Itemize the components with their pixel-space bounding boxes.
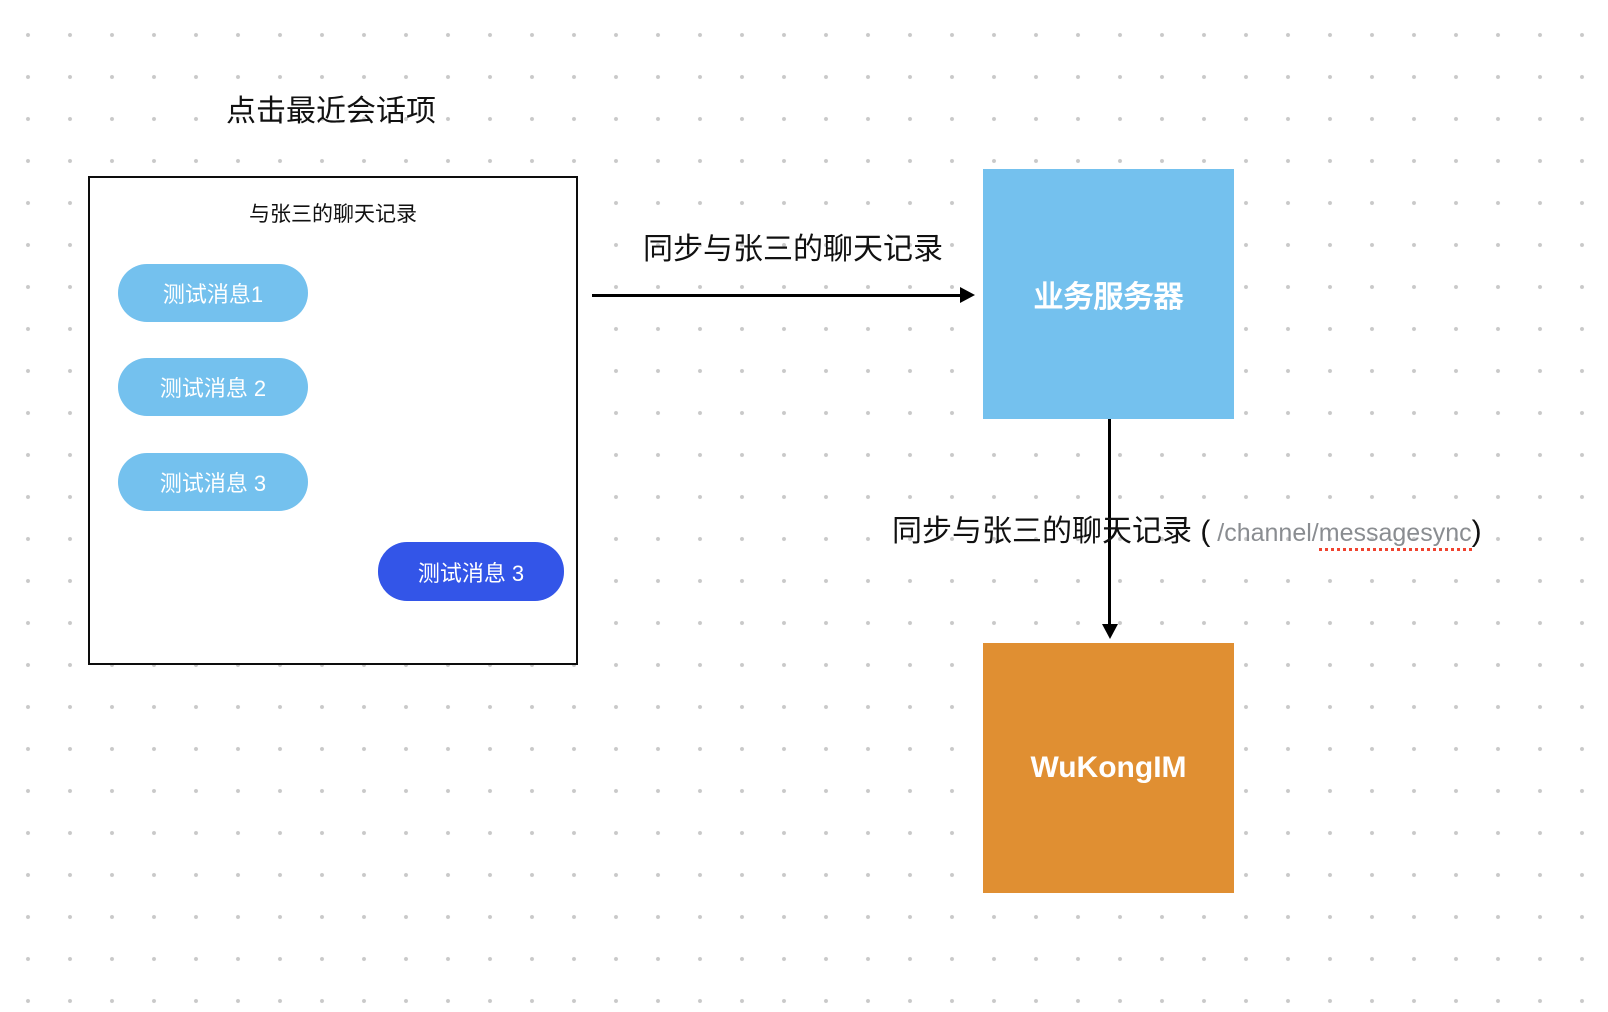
- arrow-to-wukongim-head-icon: [1102, 624, 1118, 639]
- arrow-to-wukongim-line: [1108, 419, 1111, 625]
- message-bubble: 测试消息 2: [118, 358, 308, 416]
- sync-to-server-label: 同步与张三的聊天记录: [643, 233, 943, 266]
- message-bubble-outgoing: 测试消息 3: [378, 542, 564, 601]
- click-recent-conversation-label: 点击最近会话项: [226, 95, 436, 128]
- sync-to-wukongim-label-prefix: 同步与张三的聊天记录 (: [892, 515, 1211, 548]
- chat-panel-title: 与张三的聊天记录: [249, 203, 417, 226]
- business-server-node[interactable]: 业务服务器: [983, 169, 1234, 419]
- sync-to-wukongim-label: 同步与张三的聊天记录 ( /channel/messagesync): [892, 506, 1482, 551]
- sync-to-wukongim-label-suffix: ): [1471, 515, 1482, 548]
- arrow-to-server-line: [592, 294, 962, 297]
- arrow-to-server-head-icon: [960, 287, 975, 303]
- message-bubble: 测试消息 3: [118, 453, 308, 511]
- channel-path-text: /channel/: [1210, 519, 1319, 547]
- wukongim-node[interactable]: WuKongIM: [983, 643, 1234, 893]
- chat-history-panel[interactable]: 与张三的聊天记录 测试消息1 测试消息 2 测试消息 3 测试消息 3: [88, 176, 578, 665]
- messagesync-path-text: messagesync: [1318, 519, 1472, 551]
- message-bubble: 测试消息1: [118, 264, 308, 322]
